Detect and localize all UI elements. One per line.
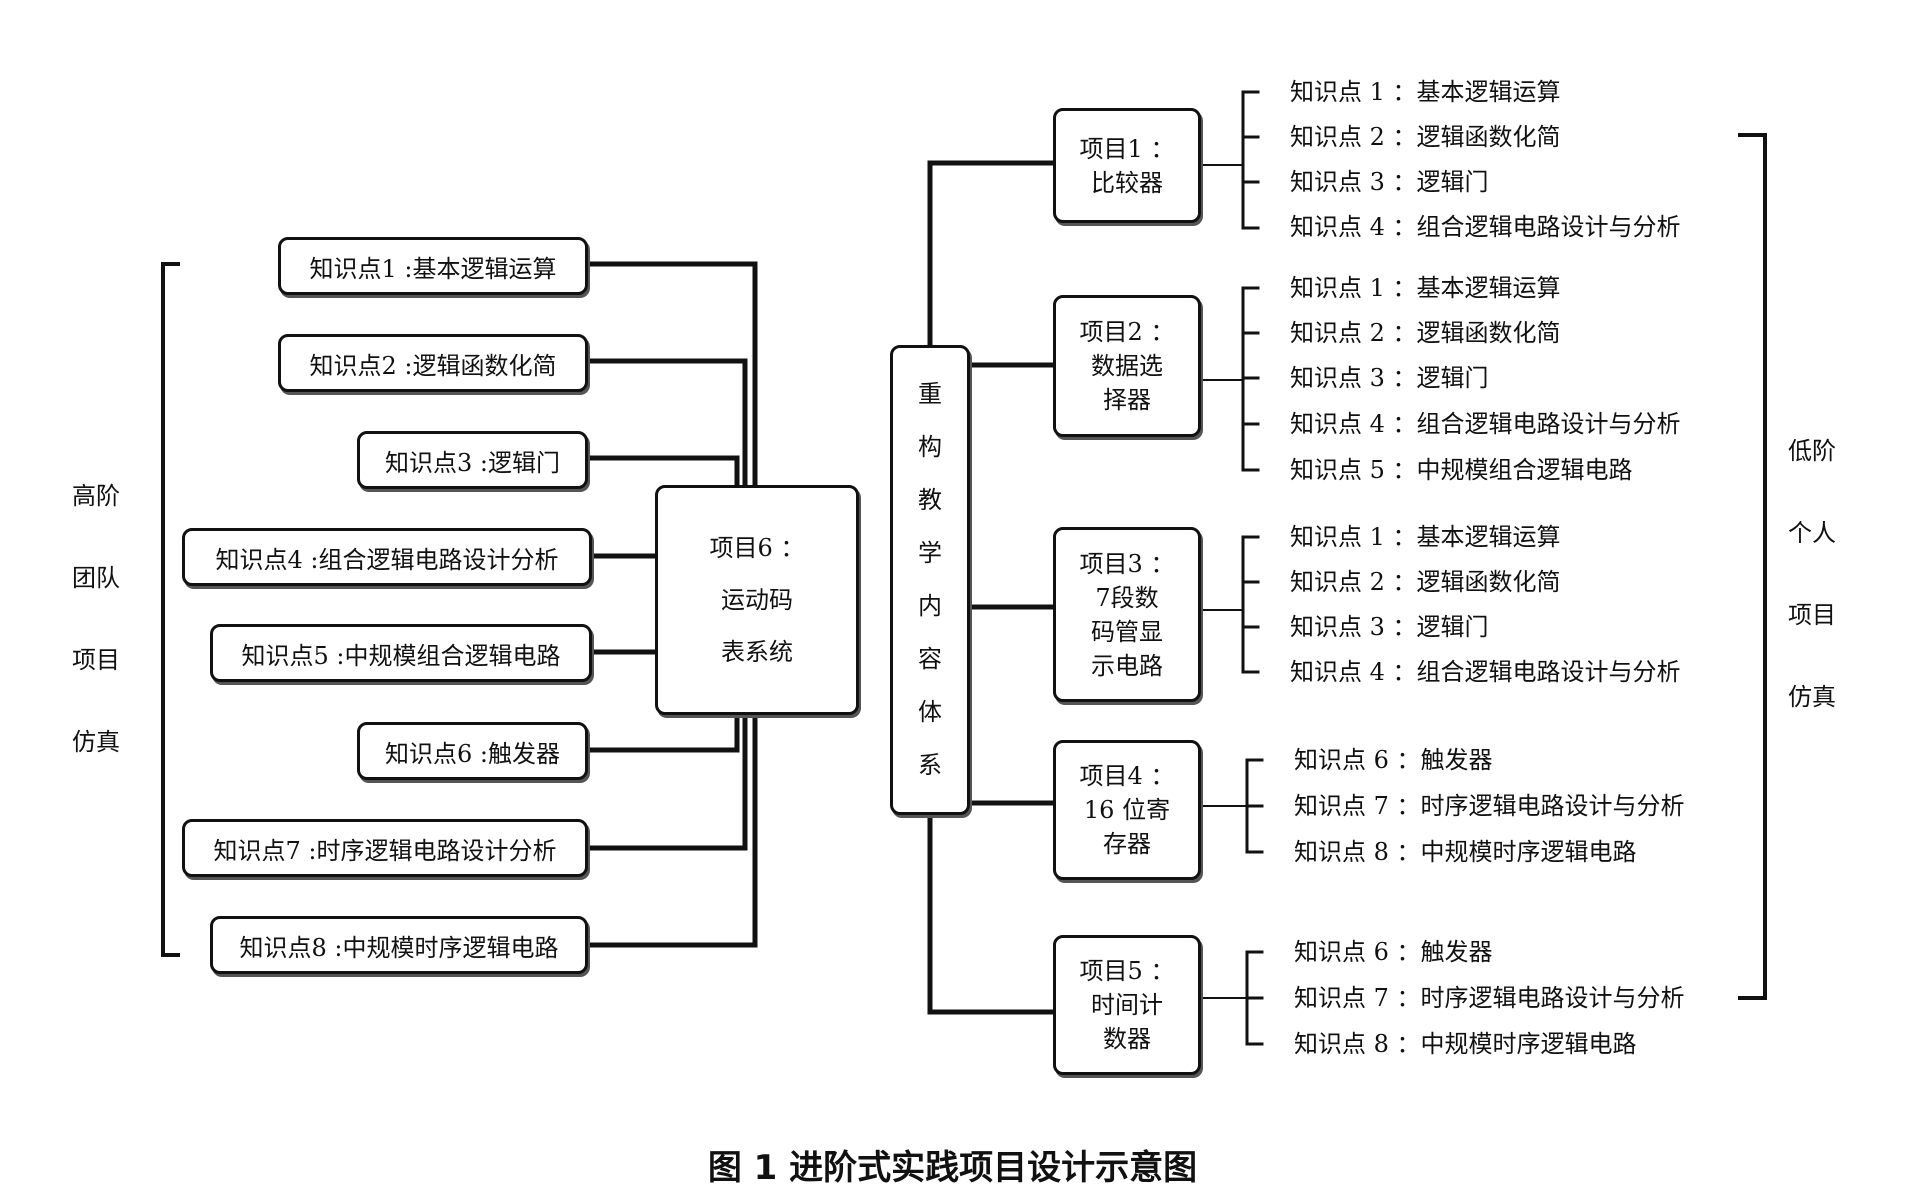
project-line: 时间计 [1091, 991, 1163, 1019]
project-2-knowledge-point: 知识点 1 ：基本逻辑运算 [1290, 274, 1561, 302]
left-knowledge-point-label: 知识点3 :逻辑门 [385, 448, 560, 477]
project-6-box: 项目6 ： 运动码 表系统 [655, 485, 859, 715]
spine-char: 构 [918, 433, 942, 461]
project-5-knowledge-point: 知识点 8 ：中规模时序逻辑电路 [1294, 1030, 1637, 1058]
project-line: 码管显 [1091, 617, 1163, 646]
left-knowledge-point-label: 知识点5 :中规模组合逻辑电路 [241, 641, 561, 670]
project-line: 项目2 ： [1079, 318, 1175, 346]
spine-char: 容 [918, 645, 942, 673]
spine-char: 重 [918, 380, 942, 408]
spine-char: 教 [918, 486, 942, 514]
project-2-knowledge-point: 知识点 5 ：中规模组合逻辑电路 [1290, 456, 1633, 484]
project-3-knowledge-point: 知识点 3 ：逻辑门 [1290, 613, 1489, 641]
project-2-box: 项目2 ： 数据选 择器 [1053, 295, 1201, 437]
project-5-knowledge-point: 知识点 7 ：时序逻辑电路设计与分析 [1294, 984, 1685, 1012]
left-knowledge-point-label: 知识点1 :基本逻辑运算 [309, 254, 557, 283]
left-knowledge-point-6: 知识点6 :触发器 [357, 722, 588, 780]
project-line: 项目5 ： [1079, 957, 1175, 985]
right-group-label-line: 个人 [1788, 519, 1836, 547]
project-3-knowledge-point: 知识点 4 ：组合逻辑电路设计与分析 [1290, 658, 1681, 686]
left-knowledge-point-2: 知识点2 :逻辑函数化简 [278, 334, 588, 392]
project-3-box: 项目3 ： 7段数 码管显 示电路 [1053, 527, 1201, 702]
right-group-label-line: 仿真 [1788, 683, 1836, 711]
project-line: 项目1 ： [1079, 134, 1175, 163]
figure-caption: 图 1 进阶式实践项目设计示意图 [707, 1148, 1198, 1188]
project-6-line: 项目6 ： [709, 534, 805, 562]
project-3-knowledge-point: 知识点 1 ：基本逻辑运算 [1290, 523, 1561, 551]
project-line: 示电路 [1091, 651, 1163, 680]
spine-char: 内 [918, 592, 942, 620]
left-group-label-line: 团队 [72, 564, 120, 592]
content-system-spine: 重 构 教 学 内 容 体 系 [890, 345, 970, 815]
project-1-knowledge-point: 知识点 2 ：逻辑函数化简 [1290, 123, 1561, 151]
project-1-box: 项目1 ： 比较器 [1053, 108, 1201, 223]
left-knowledge-point-label: 知识点7 :时序逻辑电路设计分析 [213, 836, 557, 865]
left-knowledge-point-label: 知识点4 :组合逻辑电路设计分析 [215, 545, 559, 574]
left-knowledge-point-3: 知识点3 :逻辑门 [357, 431, 588, 489]
left-group-label-line: 高阶 [72, 482, 120, 510]
project-line: 项目4 ： [1079, 762, 1175, 790]
project-4-knowledge-point: 知识点 8 ：中规模时序逻辑电路 [1294, 838, 1637, 866]
spine-char: 学 [918, 539, 942, 567]
project-line: 7段数 [1095, 583, 1159, 612]
project-line: 项目3 ： [1079, 549, 1175, 578]
left-knowledge-point-4: 知识点4 :组合逻辑电路设计分析 [182, 528, 592, 586]
project-5-box: 项目5 ： 时间计 数器 [1053, 935, 1201, 1075]
project-6-line: 表系统 [721, 638, 793, 666]
project-1-knowledge-point: 知识点 1 ：基本逻辑运算 [1290, 78, 1561, 106]
project-2-knowledge-point: 知识点 3 ：逻辑门 [1290, 364, 1489, 392]
left-knowledge-point-label: 知识点8 :中规模时序逻辑电路 [239, 933, 559, 962]
right-group-label-line: 低阶 [1788, 437, 1836, 465]
left-group-label-line: 项目 [72, 646, 120, 674]
project-line: 数据选 [1091, 352, 1163, 380]
right-group-label: 低阶 个人 项目 仿真 [1782, 410, 1842, 738]
project-line: 比较器 [1091, 168, 1163, 197]
left-group-label-line: 仿真 [72, 728, 120, 756]
left-knowledge-point-label: 知识点2 :逻辑函数化简 [309, 351, 557, 380]
left-group-label: 高阶 团队 项目 仿真 [66, 455, 126, 783]
left-knowledge-point-8: 知识点8 :中规模时序逻辑电路 [210, 916, 588, 974]
project-1-knowledge-point: 知识点 3 ：逻辑门 [1290, 168, 1489, 196]
spine-char: 体 [918, 698, 942, 726]
project-3-knowledge-point: 知识点 2 ：逻辑函数化简 [1290, 568, 1561, 596]
left-knowledge-point-1: 知识点1 :基本逻辑运算 [278, 237, 588, 295]
left-knowledge-point-5: 知识点5 :中规模组合逻辑电路 [210, 624, 592, 682]
spine-char: 系 [918, 751, 942, 779]
project-line: 数器 [1103, 1025, 1151, 1053]
project-4-knowledge-point: 知识点 6 ：触发器 [1294, 746, 1493, 774]
project-5-knowledge-point: 知识点 6 ：触发器 [1294, 938, 1493, 966]
project-4-knowledge-point: 知识点 7 ：时序逻辑电路设计与分析 [1294, 792, 1685, 820]
left-knowledge-point-7: 知识点7 :时序逻辑电路设计分析 [182, 819, 588, 877]
left-knowledge-point-label: 知识点6 :触发器 [385, 739, 560, 768]
project-4-box: 项目4 ： 16 位寄 存器 [1053, 740, 1201, 880]
project-1-knowledge-point: 知识点 4 ：组合逻辑电路设计与分析 [1290, 213, 1681, 241]
project-6-line: 运动码 [721, 586, 793, 614]
right-group-label-line: 项目 [1788, 601, 1836, 629]
project-2-knowledge-point: 知识点 2 ：逻辑函数化简 [1290, 319, 1561, 347]
project-line: 16 位寄 [1083, 796, 1171, 824]
project-line: 择器 [1103, 386, 1151, 414]
project-line: 存器 [1103, 830, 1151, 858]
project-2-knowledge-point: 知识点 4 ：组合逻辑电路设计与分析 [1290, 410, 1681, 438]
